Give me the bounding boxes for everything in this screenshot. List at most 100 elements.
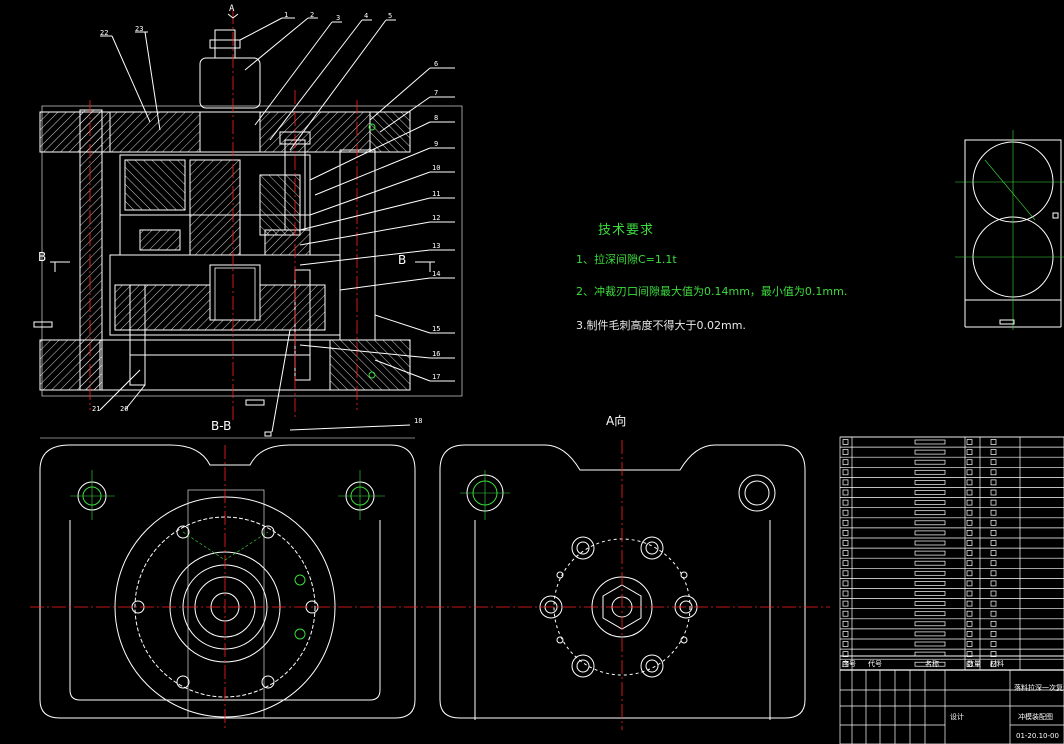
bom-row-qty-marker [990, 620, 997, 627]
bom-row-name [914, 641, 946, 647]
bom-row-qty-marker [990, 489, 997, 496]
bom-row-marker [842, 610, 849, 617]
bom-row-name [914, 581, 946, 586]
part-label-20: 20 [120, 405, 129, 413]
bom-row-name [914, 439, 946, 445]
bom-row-marker [842, 641, 849, 647]
section-marker-b-left: B [38, 250, 47, 264]
bom-row-marker [842, 530, 849, 536]
bom-row-marker [842, 661, 849, 668]
tb-col-code: 代号 [868, 660, 882, 668]
bom-row-marker [842, 570, 849, 577]
bom-row-marker [842, 479, 849, 486]
bom-row-name [914, 459, 946, 465]
bom-row-num-marker [966, 530, 973, 536]
bom-row-num-marker [966, 439, 973, 445]
part-label-4: 4 [364, 12, 369, 20]
section-marker-a: A [229, 4, 235, 14]
bom-row-marker [842, 631, 849, 637]
part-view [955, 130, 1064, 330]
bom-row-num-marker [966, 590, 973, 597]
bom-row-num-marker [966, 560, 973, 567]
bom-row-num-marker [966, 489, 973, 496]
bom-row-qty-marker [990, 560, 997, 567]
bom-row-qty-marker [990, 651, 997, 657]
part-label-23: 23 [135, 25, 144, 33]
bom-row-marker [842, 509, 849, 516]
bom-row-marker [842, 469, 849, 476]
bom-row-num-marker [966, 580, 973, 587]
bom-row-marker [842, 439, 849, 445]
part-label-16: 16 [432, 350, 441, 358]
bom-row-marker [842, 620, 849, 627]
tb-col-material: 材料 [990, 660, 1004, 668]
part-label-8: 8 [434, 114, 439, 122]
part-label-14: 14 [432, 270, 441, 278]
bom-row-qty-marker [990, 610, 997, 617]
part-label-1: 1 [284, 11, 289, 19]
bom-row-marker [842, 540, 849, 546]
view-a [430, 440, 830, 730]
bom-row-num-marker [966, 651, 973, 657]
bom-row-num-marker [966, 631, 973, 637]
bom-row-qty-marker [990, 530, 997, 536]
part-label-17: 17 [432, 373, 441, 381]
bom-row-name [914, 611, 946, 617]
main-section-view [33, 10, 463, 437]
bom-row-name [914, 449, 946, 455]
bom-row-name [914, 530, 946, 536]
bom-row-num-marker [966, 661, 973, 668]
bom-row-qty-marker [990, 641, 997, 647]
part-label-3: 3 [336, 14, 341, 22]
part-label-18: 18 [414, 417, 423, 425]
bom-row-qty-marker [990, 449, 997, 455]
view-title-a: A向 [606, 414, 627, 428]
bom-row-qty-marker [990, 479, 997, 486]
bom-row-marker [842, 499, 849, 506]
part-label-7: 7 [434, 89, 439, 97]
bom-row-name [914, 661, 946, 667]
bom-row-name [914, 469, 946, 475]
part-label-10: 10 [432, 164, 441, 172]
bom-row-name [914, 520, 946, 526]
bom-row-marker [842, 590, 849, 597]
bom-row-qty-marker [990, 631, 997, 637]
tb-drawing-name-1: 落料拉深一次复合 [1014, 684, 1064, 692]
bom-row-num-marker [966, 540, 973, 546]
bom-row-name [914, 480, 946, 485]
bom-row-num-marker [966, 610, 973, 617]
bom-row-name [914, 621, 946, 627]
part-label-11: 11 [432, 190, 441, 198]
bom-row-name [914, 540, 946, 546]
bom-row-name [914, 490, 946, 495]
bom-row-qty-marker [990, 519, 997, 526]
bom-row-qty-marker [990, 499, 997, 506]
bom-row-qty-marker [990, 600, 997, 607]
part-label-21: 21 [92, 405, 101, 413]
bom-row-num-marker [966, 469, 973, 476]
bom-row-marker [842, 519, 849, 526]
tb-col-name: 名称 [925, 660, 939, 668]
part-label-12: 12 [432, 214, 441, 222]
bom-row-marker [842, 459, 849, 466]
part-label-2: 2 [310, 11, 315, 19]
bom-row-name [914, 570, 946, 576]
bom-row-num-marker [966, 449, 973, 455]
bom-row-name [914, 591, 946, 596]
bom-row-name [914, 510, 946, 516]
bom-row-num-marker [966, 509, 973, 516]
bom-row-qty-marker [990, 580, 997, 587]
part-label-13: 13 [432, 242, 441, 250]
bom-row-name [914, 500, 946, 505]
bom-row-name [914, 631, 946, 637]
bom-row-name [914, 560, 946, 566]
bom-row-num-marker [966, 519, 973, 526]
bom-row-num-marker [966, 641, 973, 647]
part-label-22: 22 [100, 29, 109, 37]
bom-row-qty-marker [990, 590, 997, 597]
tech-req-item-3: 3.制件毛刺高度不得大于0.02mm. [576, 319, 746, 332]
section-bb-view [30, 437, 430, 730]
bom-row-qty-marker [990, 550, 997, 556]
tech-req-item-1: 1、拉深间隙C=1.1t [576, 253, 677, 266]
